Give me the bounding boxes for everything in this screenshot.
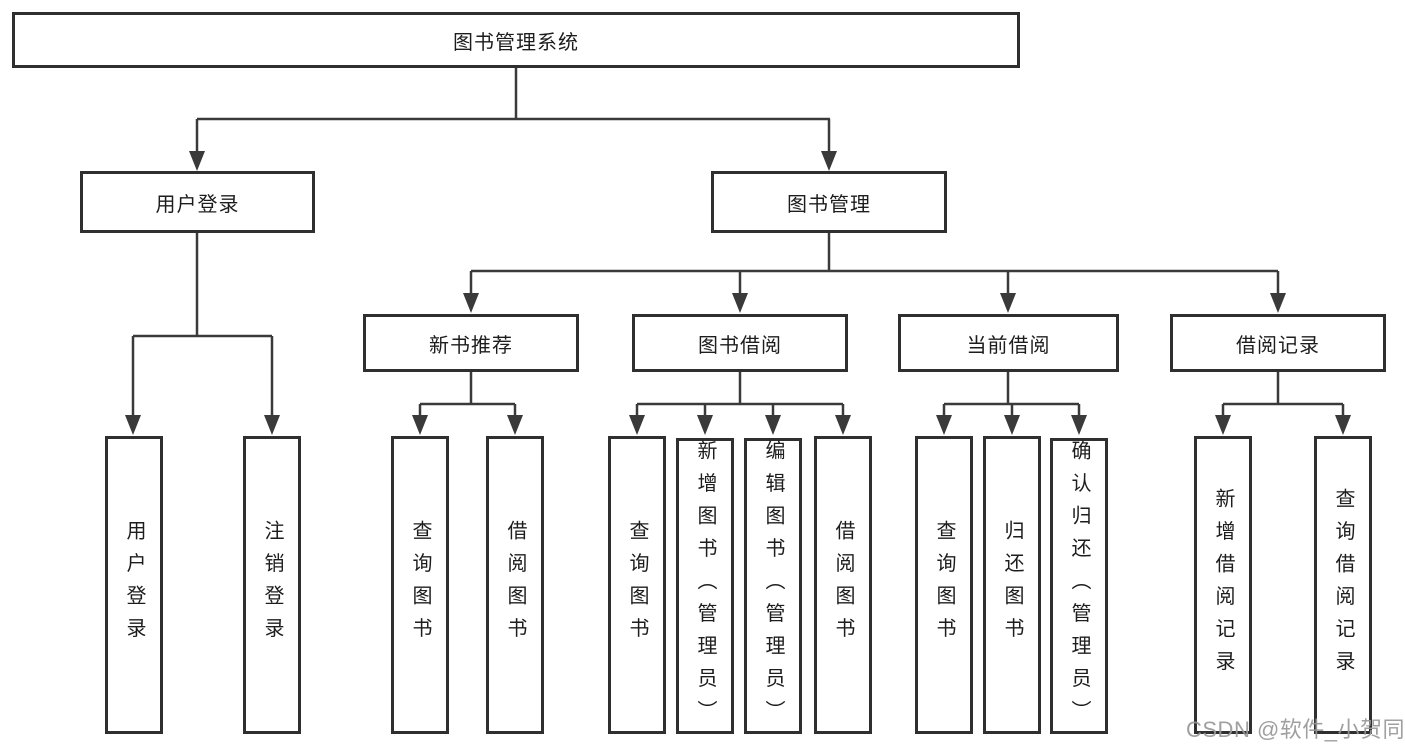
leaf-label: 借阅图书: [832, 520, 854, 650]
node-book-management-module: 图书管理: [711, 171, 947, 233]
leaf-confirm-return-admin: 确认归还（管理员）: [1050, 438, 1108, 734]
root-box-book-management-system: 图书管理系统: [12, 12, 1020, 68]
leaf-label: 查询借阅记录: [1332, 487, 1354, 683]
leaf-label: 确认归还（管理员）: [1068, 439, 1090, 733]
arrowhead-icon: [765, 415, 781, 435]
arrowhead-icon: [629, 415, 645, 435]
leaf-return-books: 归还图书: [983, 436, 1041, 734]
leaf-label: 用户登录: [123, 520, 145, 650]
edge-records-to-leaves: [1215, 372, 1351, 435]
leaf-borrow-books-recommend: 借阅图书: [486, 436, 544, 734]
node-current-borrowing: 当前借阅: [898, 314, 1119, 372]
node-label: 借阅记录: [1236, 334, 1320, 357]
root-label: 图书管理系统: [453, 31, 579, 54]
edge-recommend-to-leaves: [412, 372, 523, 435]
arrowhead-icon: [412, 415, 428, 435]
leaf-add-borrow-record: 新增借阅记录: [1194, 436, 1252, 734]
leaf-label: 编辑图书（管理员）: [762, 439, 784, 733]
leaf-query-books-borrowing: 查询图书: [608, 436, 666, 734]
edge-current-to-leaves: [936, 372, 1087, 435]
arrowhead-icon: [463, 293, 479, 313]
arrowhead-icon: [1071, 415, 1087, 435]
leaf-user-login: 用户登录: [105, 436, 163, 734]
leaf-edit-books-admin: 编辑图书（管理员）: [744, 438, 802, 734]
node-book-borrowing: 图书借阅: [632, 314, 848, 372]
node-label: 图书借阅: [698, 334, 782, 357]
edge-bookmgmt-to-level3: [463, 233, 1286, 313]
node-label: 新书推荐: [429, 334, 513, 357]
arrowhead-icon: [1335, 415, 1351, 435]
arrowhead-icon: [507, 415, 523, 435]
arrowhead-icon: [821, 151, 837, 171]
arrowhead-icon: [835, 415, 851, 435]
leaf-label: 新增图书（管理员）: [694, 439, 716, 733]
edge-userlogin-to-leaves: [125, 233, 280, 435]
arrowhead-icon: [936, 415, 952, 435]
leaf-query-borrow-record: 查询借阅记录: [1314, 436, 1372, 734]
leaf-label: 借阅图书: [504, 520, 526, 650]
arrowhead-icon: [189, 151, 205, 171]
arrowhead-icon: [697, 415, 713, 435]
leaf-borrow-books: 借阅图书: [814, 436, 872, 734]
arrowhead-icon: [264, 415, 280, 435]
arrowhead-icon: [125, 415, 141, 435]
csdn-watermark: CSDN @软件_小贺同学: [1186, 717, 1405, 742]
leaf-label: 查询图书: [933, 520, 955, 650]
leaf-add-books-admin: 新增图书（管理员）: [676, 438, 734, 734]
leaf-label: 注销登录: [261, 520, 283, 650]
node-new-book-recommend: 新书推荐: [363, 314, 579, 372]
node-user-login-module: 用户登录: [80, 171, 315, 233]
edge-root-to-level2: [189, 68, 837, 171]
leaf-label: 新增借阅记录: [1212, 487, 1234, 683]
node-label: 用户登录: [155, 193, 240, 216]
node-label: 当前借阅: [966, 334, 1051, 357]
arrowhead-icon: [1000, 293, 1016, 313]
arrowhead-icon: [1004, 415, 1020, 435]
leaf-query-books-recommend: 查询图书: [391, 436, 449, 734]
leaf-logout: 注销登录: [243, 436, 301, 734]
node-label: 图书管理: [787, 193, 871, 216]
arrowhead-icon: [1215, 415, 1231, 435]
leaf-label: 查询图书: [409, 520, 431, 650]
leaf-label: 查询图书: [626, 520, 648, 650]
leaf-label: 归还图书: [1001, 520, 1023, 650]
node-borrow-records: 借阅记录: [1170, 314, 1386, 372]
arrowhead-icon: [1270, 293, 1286, 313]
edge-borrowing-to-leaves: [629, 372, 851, 435]
leaf-query-books-current: 查询图书: [915, 436, 973, 734]
arrowhead-icon: [732, 293, 748, 313]
